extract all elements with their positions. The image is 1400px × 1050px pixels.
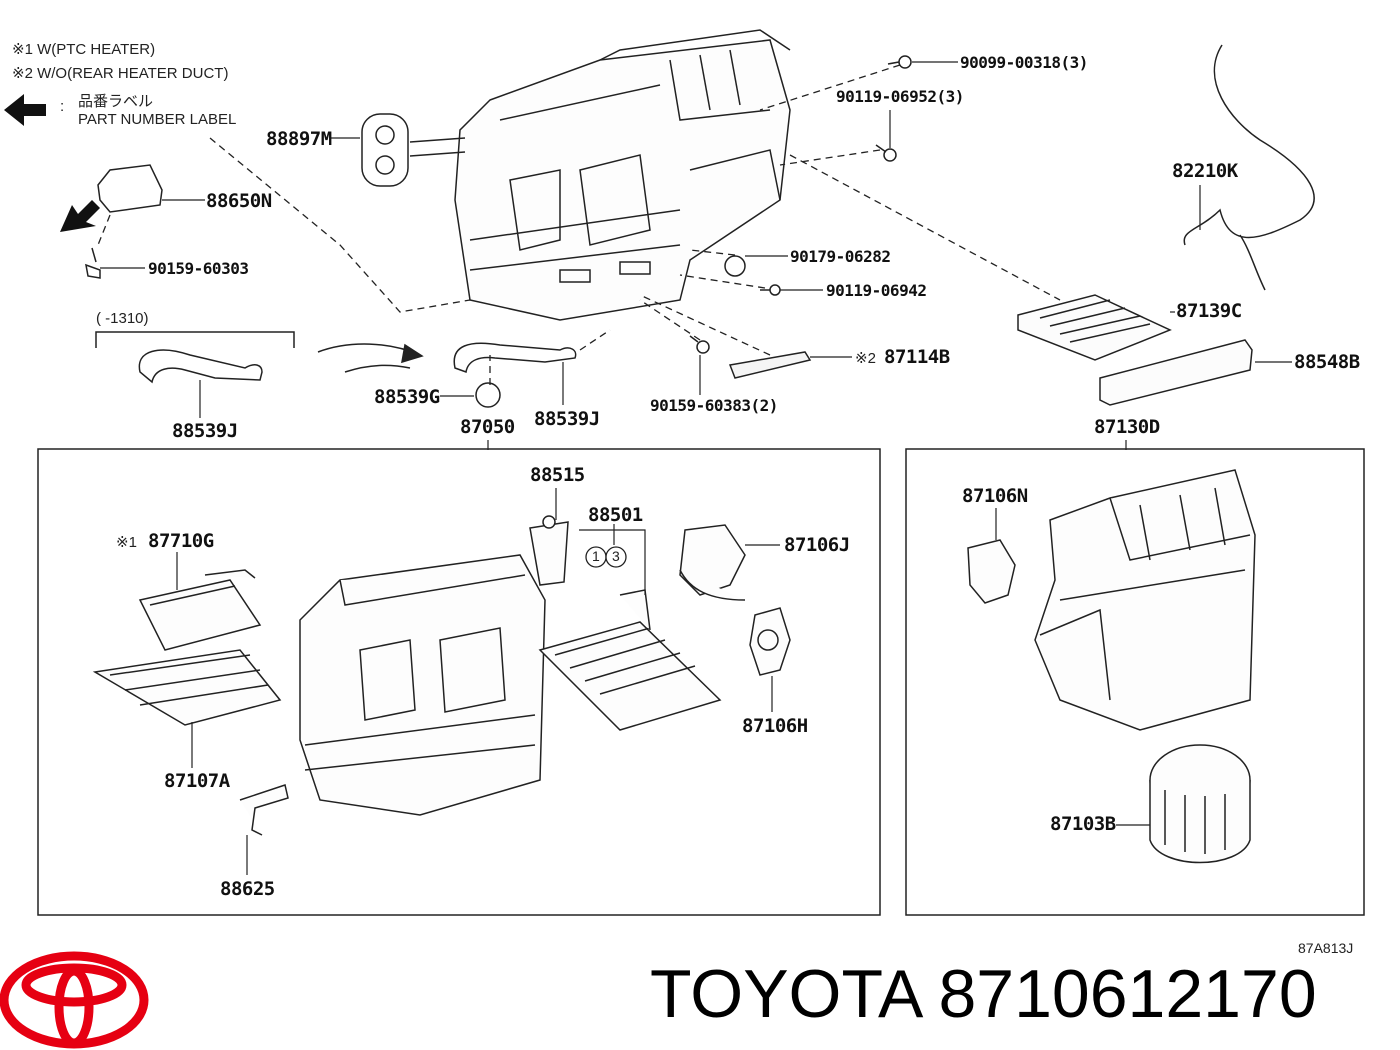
part-label-88650n[interactable]: 88650N	[206, 190, 272, 212]
note-ptc-heater: ※1 W(PTC HEATER)	[12, 41, 156, 58]
part-label-88548b[interactable]: 88548B	[1294, 351, 1360, 373]
note-mark-87114b: ※2	[855, 350, 876, 367]
part-label-90119-06942[interactable]: 90119-06942	[826, 281, 927, 300]
callout-3-text: 3	[612, 548, 620, 564]
toyota-logo-icon	[0, 951, 149, 1049]
part-label-87107a[interactable]: 87107A	[164, 770, 230, 792]
part-label-90159-60303[interactable]: 90159-60303	[148, 259, 249, 278]
part-label-87710g[interactable]: 87710G	[148, 530, 214, 552]
leader-lines	[100, 61, 1292, 450]
part-label-87114b[interactable]: 87114B	[884, 346, 950, 368]
assembly-87130d-panel	[905, 448, 1365, 916]
hvac-unit-assembly-drawing	[454, 29, 791, 321]
part-label-90179-06282[interactable]: 90179-06282	[790, 247, 891, 266]
part-label-87106h[interactable]: 87106H	[742, 715, 808, 737]
wire-harness-82210k-drawing	[1183, 44, 1315, 291]
part-label-87106j[interactable]: 87106J	[784, 534, 850, 556]
part-label-87050[interactable]: 87050	[460, 416, 515, 438]
note-separator: :	[60, 98, 65, 115]
right-panel-leaders	[995, 508, 1150, 826]
dashed-leaders	[97, 64, 1061, 385]
fasteners-drawing	[689, 55, 912, 354]
filter-87139c-drawing	[1017, 294, 1172, 361]
callout-1-text: 1	[592, 548, 600, 564]
part-label-88625[interactable]: 88625	[220, 878, 275, 900]
brand-name: TOYOTA	[650, 956, 920, 1032]
note-part-label-en: PART NUMBER LABEL	[78, 111, 237, 128]
part-label-88539g[interactable]: 88539G	[374, 386, 440, 408]
part-label-90159-60383[interactable]: 90159-60383(2)	[650, 396, 778, 415]
grommet-88897m-drawing	[361, 113, 466, 187]
assembly-87050-panel	[37, 448, 881, 916]
part-label-88501[interactable]: 88501	[588, 504, 643, 526]
part-label-90119-06952[interactable]: 90119-06952(3)	[836, 87, 964, 106]
part-number: 8710612170	[938, 956, 1317, 1032]
duct-87114b-drawing	[728, 351, 812, 379]
right-panel-drawings	[967, 469, 1256, 864]
left-panel-drawings	[92, 515, 791, 836]
part-label-82210k[interactable]: 82210K	[1172, 160, 1238, 182]
range-note: ( -1310)	[96, 310, 149, 327]
left-panel-leaders	[176, 488, 780, 875]
part-label-88539j-left[interactable]: 88539J	[172, 420, 238, 442]
part-label-88539j-right[interactable]: 88539J	[534, 408, 600, 430]
label-pointer-arrow-icon	[60, 200, 100, 232]
part-88650n-drawing	[85, 164, 163, 279]
part-number-label-arrow-icon	[4, 94, 46, 126]
note-mark-87710g: ※1	[116, 534, 137, 551]
part-label-88897m[interactable]: 88897M	[266, 128, 332, 150]
note-rear-heater-duct: ※2 W/O(REAR HEATER DUCT)	[12, 65, 229, 82]
part-label-87103b[interactable]: 87103B	[1050, 813, 1116, 835]
part-label-87130d[interactable]: 87130D	[1094, 416, 1160, 438]
part-label-88515[interactable]: 88515	[530, 464, 585, 486]
part-label-87106n[interactable]: 87106N	[962, 485, 1028, 507]
hose-drawings	[95, 331, 577, 408]
brand-part-number-title: TOYOTA 8710612170	[650, 955, 1317, 1033]
part-88548b-drawing	[1099, 339, 1253, 406]
part-label-87139c[interactable]: 87139C	[1176, 300, 1242, 322]
part-label-90099-00318[interactable]: 90099-00318(3)	[960, 53, 1088, 72]
note-part-label-jp: 品番ラベル	[78, 93, 154, 110]
callout-circle-3	[605, 546, 627, 568]
figure-code: 87A813J	[1298, 940, 1354, 956]
